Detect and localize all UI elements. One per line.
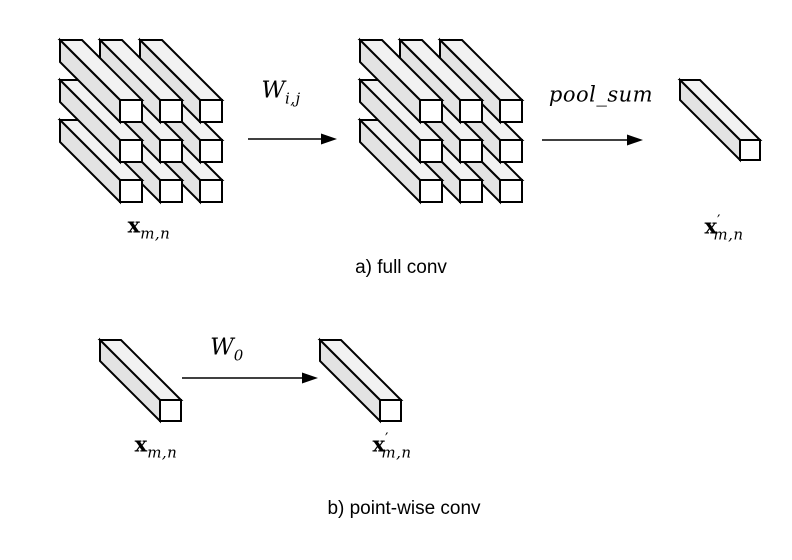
bar-front-face (419, 179, 443, 203)
bar-front-face (499, 99, 523, 123)
conv-arrow (248, 133, 337, 145)
output-a-prime: ′ (716, 211, 721, 230)
bar-front-face (159, 99, 183, 123)
bar-front-face (459, 99, 483, 123)
pointwise-arrow (182, 372, 318, 384)
arrow-head (302, 372, 318, 384)
bar-front-face (499, 139, 523, 163)
bar-front-face (199, 99, 223, 123)
input-tensor-grid-bar-7 (57, 77, 145, 165)
label-weight-a: Wi,j (261, 77, 301, 108)
label-output-b: x′m,n (372, 429, 412, 462)
intermediate-tensor-grid-bar-7 (357, 77, 445, 165)
output-b-sub: m,n (381, 443, 412, 462)
weight-a-base: W (261, 77, 285, 104)
input-a-sub: m,n (140, 224, 171, 243)
output-a-sub: m,n (713, 225, 744, 244)
weight-b-sub: 0 (233, 346, 244, 365)
pool-sum-arrow (542, 134, 643, 146)
weight-b-base: W (210, 334, 234, 361)
input-vector-bar-b (97, 337, 184, 424)
bar-front-face (419, 139, 443, 163)
input-tensor-grid-bar-3 (137, 37, 225, 125)
label-pool-sum: pool_sum (548, 82, 654, 107)
intermediate-tensor-grid-bar-8 (357, 37, 445, 125)
intermediate-tensor-grid-bar-5 (357, 117, 445, 205)
pool-sum-text: pool_sum (548, 82, 654, 107)
bar-front-face (119, 179, 143, 203)
input-a-base: x (127, 212, 141, 238)
bar-front-face (159, 179, 183, 203)
bar-front-face (199, 179, 223, 203)
bar-front-face (119, 99, 143, 123)
arrow-head (321, 133, 337, 145)
output-vector-bar-a (677, 77, 763, 163)
arrow-head (627, 134, 643, 146)
bar-front-face (459, 139, 483, 163)
input-tensor-grid-bar-6 (97, 37, 185, 125)
input-tensor-grid-bar-8 (57, 37, 145, 125)
bar-front-face (739, 139, 761, 161)
intermediate-tensor-grid-bar-3 (437, 37, 525, 125)
output-vector-bar-b (317, 337, 404, 424)
weight-a-sub: i,j (284, 89, 301, 108)
bar-front-face (499, 179, 523, 203)
output-b-prime: ′ (384, 429, 389, 448)
bar-front-face (159, 139, 183, 163)
bar-front-face (419, 99, 443, 123)
label-input-b: xm,n (135, 434, 178, 461)
bar-front-face (199, 139, 223, 163)
label-output-a: x′m,n (704, 211, 744, 244)
bar-front-face (459, 179, 483, 203)
output-a-base: x (704, 213, 717, 239)
caption-pointwise-conv: b) point-wise conv (327, 498, 481, 519)
bar-front-face (379, 399, 402, 422)
output-b-base: x (372, 431, 385, 457)
input-b-base: x (134, 431, 148, 457)
input-b-sub: m,n (147, 443, 178, 462)
label-input-a: xm,n (128, 215, 171, 242)
caption-full-conv: a) full conv (355, 257, 447, 278)
bar-front-face (159, 399, 182, 422)
bar-front-face (119, 139, 143, 163)
label-weight-b: W0 (210, 334, 244, 365)
